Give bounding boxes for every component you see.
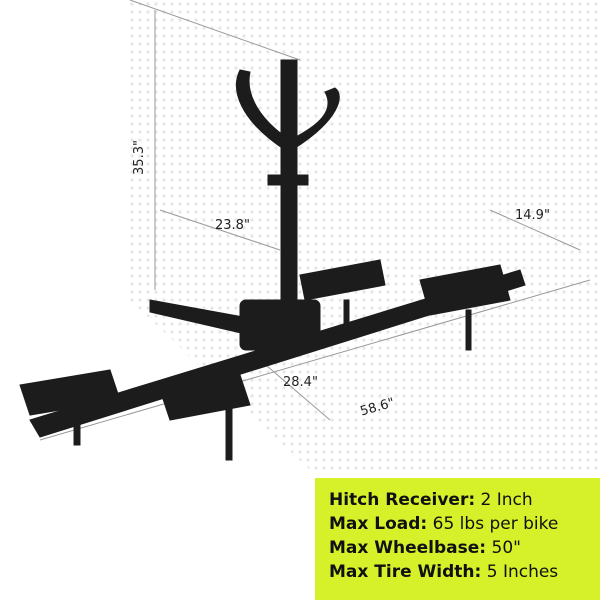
spec-label: Hitch Receiver:: [329, 490, 476, 510]
depth-dimension: 23.8": [215, 218, 250, 233]
halftone-background: [130, 0, 600, 470]
spec-value: 2 Inch: [480, 490, 533, 510]
dimension-lines: [39, 0, 591, 441]
spec-label: Max Load:: [329, 514, 428, 534]
ground-clearance-dimension: 28.4": [283, 375, 318, 390]
spec-max-load: Max Load: 65 lbs per bike: [329, 512, 600, 536]
bike-rack: [19, 59, 526, 461]
spec-value: 65 lbs per bike: [432, 514, 559, 534]
specs-panel: Hitch Receiver: 2 Inch Max Load: 65 lbs …: [315, 478, 600, 600]
spec-max-tire-width: Max Tire Width: 5 Inches: [329, 560, 600, 584]
spec-value: 50": [491, 538, 521, 558]
tray-width-dimension: 14.9": [515, 208, 550, 223]
spec-hitch-receiver: Hitch Receiver: 2 Inch: [329, 488, 600, 512]
spec-value: 5 Inches: [486, 562, 559, 582]
height-dimension: 35.3": [131, 140, 147, 175]
spec-max-wheelbase: Max Wheelbase: 50": [329, 536, 600, 560]
spec-label: Max Wheelbase:: [329, 538, 487, 558]
spec-label: Max Tire Width:: [329, 562, 482, 582]
